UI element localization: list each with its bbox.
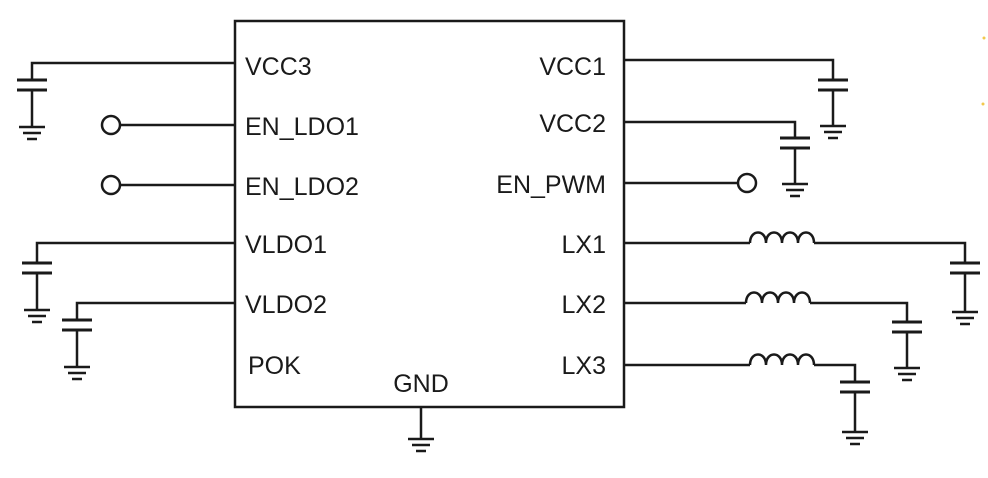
- lx1-inductor-icon: [748, 231, 816, 245]
- lx3-net: [624, 353, 872, 446]
- vldo2-ground-icon: [62, 353, 92, 381]
- en-ldo1-net: [100, 114, 235, 136]
- lx1-ground-icon: [950, 298, 980, 326]
- pin-label-en-ldo2: EN_LDO2: [245, 173, 359, 201]
- lx2-net: [624, 291, 924, 382]
- lx2-ground-icon: [892, 354, 922, 382]
- pin-label-vldo1: VLDO1: [245, 231, 327, 259]
- vcc1-net: [624, 58, 850, 140]
- lx2-inductor-icon: [744, 291, 812, 305]
- pin-label-vcc2: VCC2: [539, 110, 606, 138]
- pin-label-en-ldo1: EN_LDO1: [245, 113, 359, 141]
- pin-label-vldo2: VLDO2: [245, 291, 327, 319]
- lx1-net: [624, 231, 982, 326]
- en-ldo2-terminal-icon: [100, 174, 122, 196]
- lx3-capacitor-icon: [838, 380, 872, 394]
- vldo1-ground-icon: [22, 296, 52, 324]
- vcc3-capacitor-icon: [15, 78, 49, 92]
- en-pwm-terminal-icon: [736, 172, 758, 194]
- vcc3-net: [15, 61, 235, 141]
- vldo1-capacitor-icon: [20, 261, 54, 275]
- ic-body: [233, 19, 626, 409]
- vcc3-ground-icon: [17, 113, 47, 141]
- vldo1-net: [20, 241, 235, 324]
- vldo2-capacitor-icon: [60, 318, 94, 332]
- edge-dot-marker: [981, 102, 985, 106]
- pin-label-en-pwm: EN_PWM: [496, 171, 606, 199]
- en-pwm-net: [624, 172, 758, 194]
- vcc1-capacitor-icon: [816, 78, 850, 92]
- vcc2-net: [624, 120, 812, 198]
- pin-label-pok: POK: [248, 352, 301, 380]
- lx1-capacitor-icon: [948, 261, 982, 275]
- pin-label-gnd: GND: [393, 370, 449, 398]
- vcc2-ground-icon: [780, 170, 810, 198]
- vcc2-capacitor-icon: [778, 136, 812, 150]
- pin-label-lx3: LX3: [562, 352, 606, 380]
- vcc1-ground-icon: [818, 112, 848, 140]
- lx3-ground-icon: [840, 418, 870, 446]
- gnd-net: [406, 407, 436, 453]
- en-ldo1-terminal-icon: [100, 114, 122, 136]
- pin-label-lx2: LX2: [562, 291, 606, 319]
- pin-label-vcc1: VCC1: [539, 53, 606, 81]
- vldo2-net: [60, 301, 235, 381]
- lx3-inductor-icon: [748, 353, 816, 367]
- en-ldo2-net: [100, 174, 235, 196]
- lx2-capacitor-icon: [890, 320, 924, 334]
- main-ground-icon: [406, 425, 436, 453]
- pin-label-vcc3: VCC3: [245, 53, 312, 81]
- pin-label-lx1: LX1: [562, 231, 606, 259]
- edge-dot-marker: [982, 36, 986, 40]
